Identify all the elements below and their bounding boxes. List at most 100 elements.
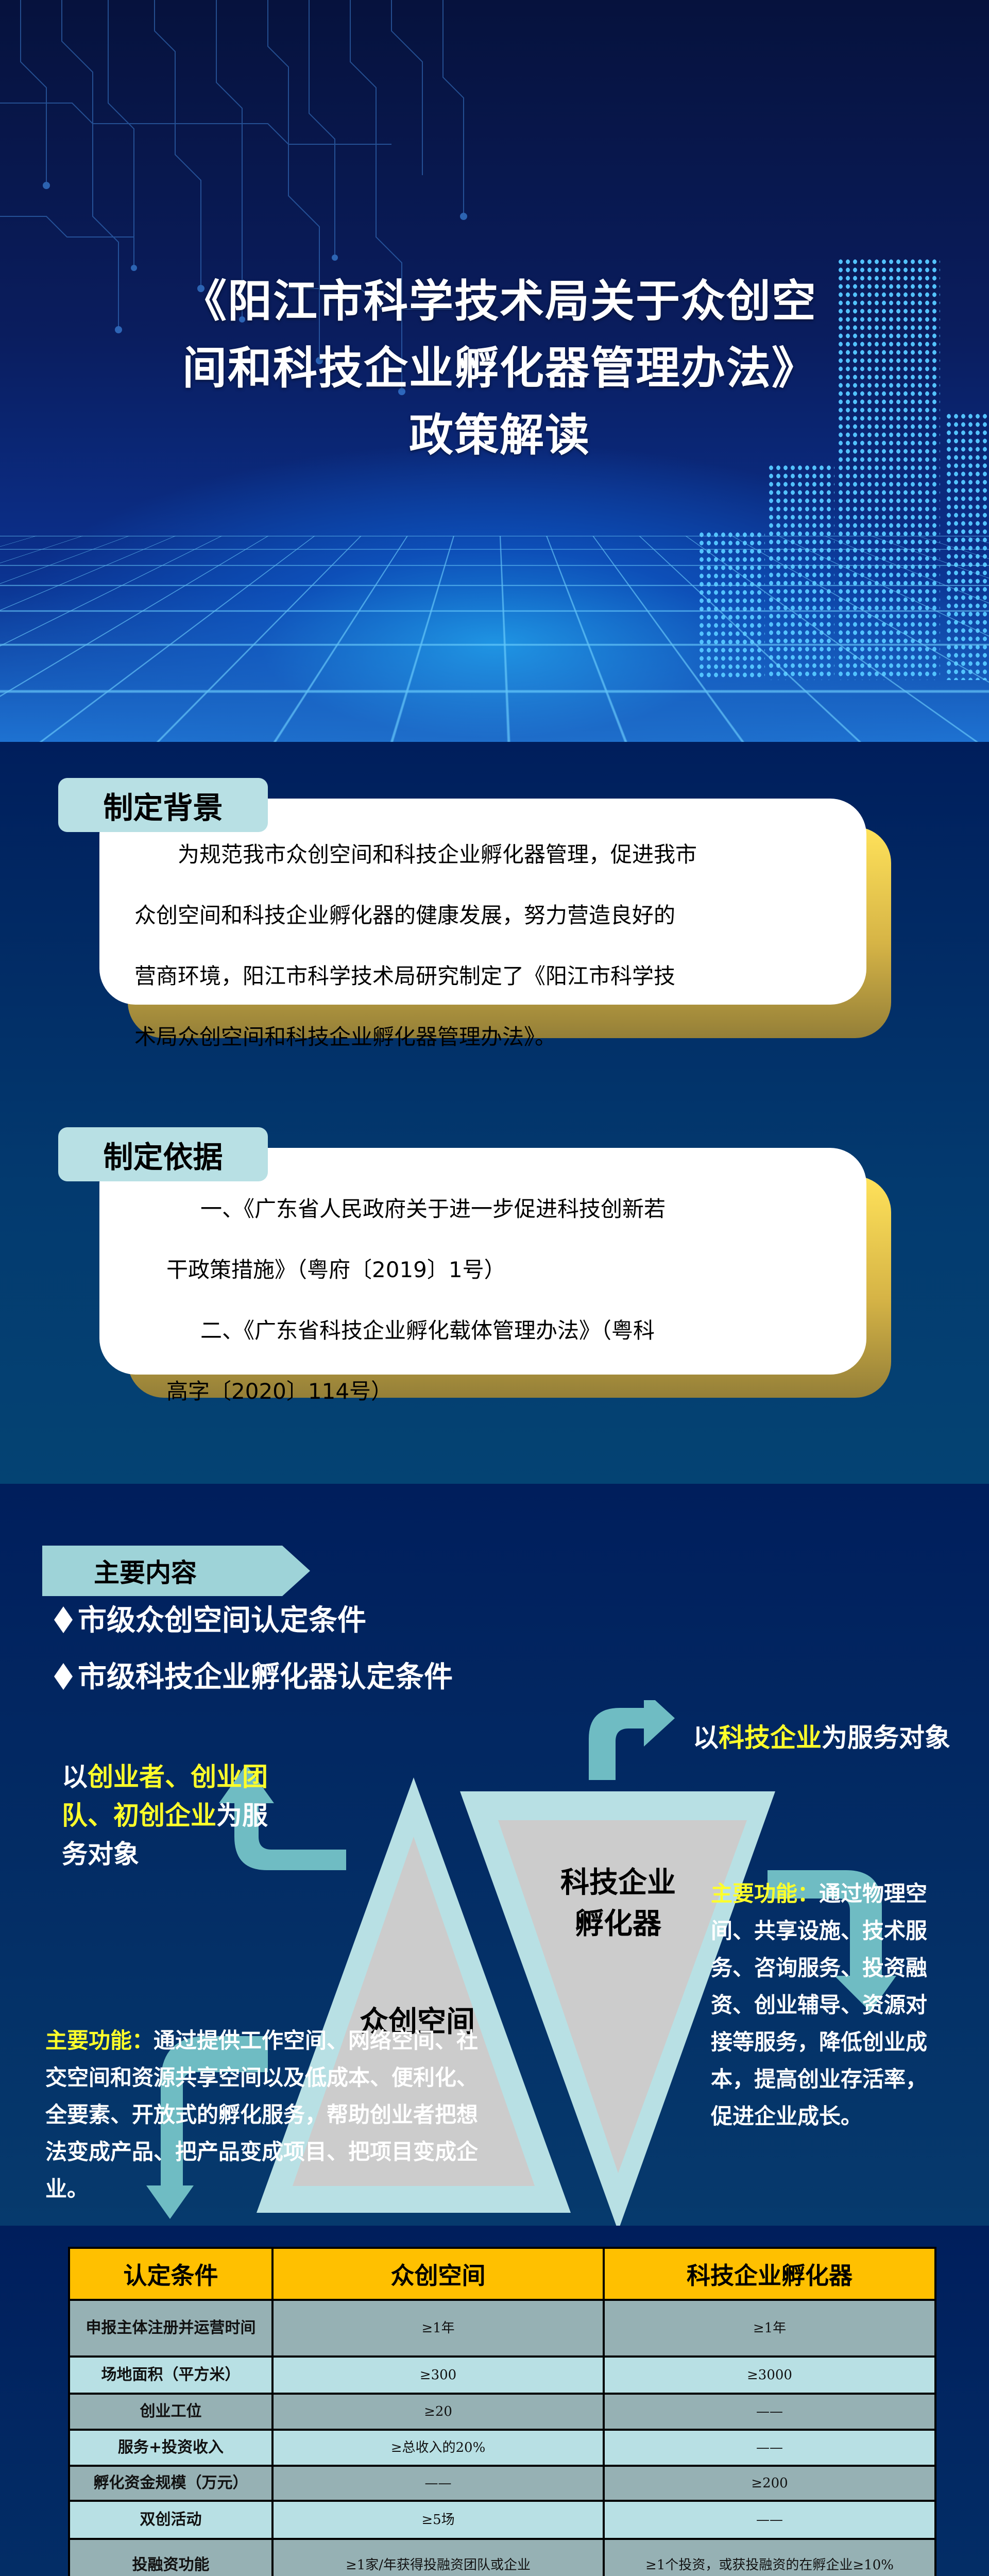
incubator-triangle-inner [498,1820,747,2173]
cell-incubator: ≥3000 [603,2355,936,2395]
hero-banner: 《阳江市科学技术局关于众创空 间和科技企业孵化器管理办法》 政策解读 [0,0,989,742]
cell-maker-space: ≥1年 [271,2299,605,2358]
cell-condition: 场地面积（平方米） [68,2355,274,2395]
background-card: 为规范我市众创空间和科技企业孵化器管理，促进我市 众创空间和科技企业孵化器的健康… [99,799,866,1049]
incubator-label-line: 孵化器 [575,1907,661,1941]
maker-space-label: 众创空间 [340,2002,494,2043]
diamond-icon [54,1663,73,1690]
cell-condition: 申报主体注册并运营时间 [68,2299,274,2358]
building-decoration [698,531,765,680]
background-text-line: 术局众创空间和科技企业孵化器管理办法》。 [134,1024,557,1049]
background-text-line: 营商环境，阳江市科学技术局研究制定了《阳江市科学技 [134,963,676,989]
target-text: 以 [62,1762,88,1792]
maker-space-triangle-inner [293,1837,535,2186]
table-row: 双创活动≥5场—— [68,2500,936,2540]
concept-diagram [146,1700,896,2226]
title-line: 《阳江市科学技术局关于众创空 [182,276,817,327]
incubator-function: 主要功能：通过物理空 间、共享设施、技术服 务、咨询服务、投资融 资、创业辅导、… [711,1875,953,2135]
function-text: 交空间和资源共享空间以及低成本、便利化、 [45,2065,479,2090]
cell-maker-space: ≥1家/年获得投融资团队或企业 [271,2538,605,2576]
function-title: 主要功能： [45,2028,154,2053]
target-text: 为服务对象 [822,1723,950,1753]
target-highlight: 队、初创企业 [62,1801,216,1831]
target-text: 以 [693,1723,719,1753]
table-row: 创业工位≥20—— [68,2393,936,2431]
title-line: 间和科技企业孵化器管理办法》 [182,343,817,394]
maker-space-function: 主要功能：通过提供工作空间、网络空间、社 交空间和资源共享空间以及低成本、便利化… [45,2022,524,2208]
basis-item-1-cont: 干政策措施》（粤府〔2019〕1号） [166,1257,506,1282]
target-highlight: 科技企业 [719,1723,822,1753]
floor-glow [0,587,989,742]
function-text: 接等服务，降低创业成 [711,2029,928,2055]
main-content-label: 主要内容 [42,1546,310,1596]
background-label: 制定背景 [58,778,268,832]
function-text: 务、咨询服务、投资融 [711,1955,928,1980]
cell-incubator: —— [603,2500,936,2540]
cell-condition: 服务+投资收入 [68,2429,274,2467]
building-decoration [945,412,989,680]
table-row: 投融资功能≥1家/年获得投融资团队或企业≥1个投资，或获投融资的在孵企业≥10% [68,2538,936,2576]
function-text: 促进企业成长。 [711,2104,863,2129]
function-text: 全要素、开放式的孵化服务，帮助创业者把想 [45,2102,479,2127]
function-text: 法变成产品、把产品变成项目、把项目变成企 [45,2139,479,2164]
cell-maker-space: ≥300 [271,2355,605,2395]
cell-incubator: —— [603,2393,936,2431]
incubator-target: 以科技企业为服务对象 [693,1720,981,1756]
arrow-left-up-icon [219,1765,346,1870]
cell-incubator: ≥1年 [603,2299,936,2358]
basis-item-2-cont: 高字〔2020〕114号） [166,1379,393,1404]
diamond-icon [54,1606,73,1633]
circuit-pattern-decoration [0,0,467,395]
incubator-label-line: 科技企业 [560,1866,676,1900]
cell-condition: 孵化资金规模（万元） [68,2465,274,2502]
table-row: 孵化资金规模（万元）——≥200 [68,2465,936,2502]
column-header-maker-space: 众创空间 [271,2247,605,2301]
arrow-right-down-icon [768,1870,896,2012]
bullet-maker-space: 市级众创空间认定条件 [54,1597,366,1639]
maker-space-target: 以创业者、创业团 队、初创企业为服 务对象 [62,1758,288,1874]
cell-maker-space: ≥20 [271,2393,605,2431]
cell-maker-space: ≥5场 [271,2500,605,2540]
basis-label-text: 制定依据 [103,1139,223,1175]
cell-condition: 创业工位 [68,2393,274,2431]
target-text: 为服 [216,1801,268,1831]
basis-text: 一、《广东省人民政府关于进一步促进科技创新若 干政策措施》（粤府〔2019〕1号… [166,1179,846,1422]
column-header-condition: 认定条件 [68,2247,274,2301]
background-text-line: 为规范我市众创空间和科技企业孵化器管理，促进我市 [178,842,697,867]
page-title: 《阳江市科学技术局关于众创空 间和科技企业孵化器管理办法》 政策解读 [155,268,845,469]
cell-incubator: ≥200 [603,2465,936,2502]
cell-maker-space: —— [271,2465,605,2502]
function-text: 业。 [45,2176,89,2201]
cell-condition: 双创活动 [68,2500,274,2540]
building-decoration [768,464,834,680]
basis-label: 制定依据 [58,1127,268,1181]
function-text: 通过物理空 [819,1881,928,1906]
arrow-left-down-icon [146,2036,268,2219]
bullet-text: 市级众创空间认定条件 [78,1604,366,1637]
arrow-up-right-icon [589,1700,675,1780]
building-decoration [837,258,940,680]
background-label-text: 制定背景 [103,790,223,825]
target-text: 务对象 [62,1839,139,1869]
cell-incubator: —— [603,2429,936,2467]
table-row: 场地面积（平方米）≥300≥3000 [68,2355,936,2395]
function-text: 通过提供工作空间、网络空间、社 [154,2028,479,2053]
function-text: 间、共享设施、技术服 [711,1918,928,1943]
cell-maker-space: ≥总收入的20% [271,2429,605,2467]
function-text: 资、创业辅导、资源对 [711,1992,928,2018]
table-row: 服务+投资收入≥总收入的20%—— [68,2429,936,2467]
cell-incubator: ≥1个投资，或获投融资的在孵企业≥10% [603,2538,936,2576]
cell-condition: 投融资功能 [68,2538,274,2576]
background-text-line: 众创空间和科技企业孵化器的健康发展，努力营造良好的 [134,903,676,928]
table-row: 申报主体注册并运营时间≥1年≥1年 [68,2299,936,2358]
basis-card: 一、《广东省人民政府关于进一步促进科技创新若 干政策措施》（粤府〔2019〕1号… [99,1148,866,1404]
bullet-incubator: 市级科技企业孵化器认定条件 [54,1654,453,1696]
basis-item-1: 一、《广东省人民政府关于进一步促进科技创新若 [200,1196,666,1222]
maker-space-label-text: 众创空间 [360,2005,475,2039]
background-text: 为规范我市众创空间和科技企业孵化器管理，促进我市 众创空间和科技企业孵化器的健康… [134,824,845,1067]
basis-item-2: 二、《广东省科技企业孵化载体管理办法》（粤科 [200,1318,655,1343]
target-highlight: 创业者、创业团 [88,1762,268,1792]
incubator-label: 科技企业 孵化器 [541,1862,695,1945]
function-text: 本，提高创业存活率， [711,2066,928,2092]
